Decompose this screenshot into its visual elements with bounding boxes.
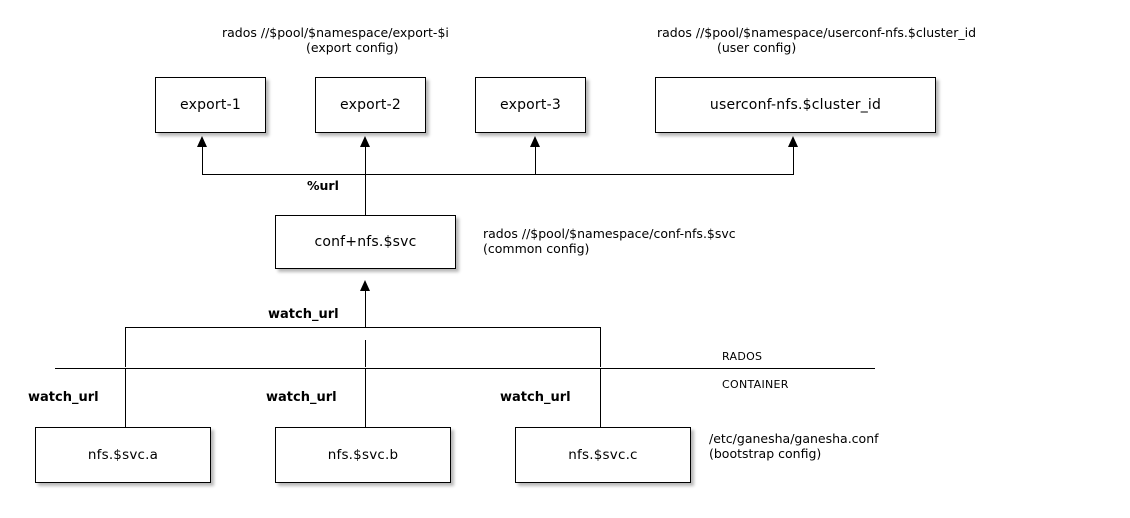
edge-label-watch-url-main: watch_url (268, 307, 339, 322)
arrowhead-userconf (788, 136, 798, 147)
node-export-1[interactable]: export-1 (155, 77, 266, 133)
connector-stem-svc-b (365, 368, 366, 427)
caption-common-config-path: rados //$pool/$namespace/conf-nfs.$svc (483, 226, 736, 241)
edge-label-watch-url-a: watch_url (28, 390, 99, 405)
caption-export-config-sub: (export config) (306, 40, 399, 55)
caption-user-config-sub: (user config) (717, 40, 797, 55)
zone-label-container: CONTAINER (722, 378, 789, 391)
node-export-3[interactable]: export-3 (475, 77, 586, 133)
caption-bootstrap-config-sub: (bootstrap config) (709, 446, 822, 461)
node-nfs-svc-c[interactable]: nfs.$svc.c (515, 427, 691, 483)
edge-label-watch-url-b: watch_url (266, 390, 337, 405)
connector-stem-svc-a (125, 368, 126, 427)
bus-watch-horizontal (125, 327, 601, 328)
arrowhead-export-2 (360, 136, 370, 147)
arrowhead-export-1 (197, 136, 207, 147)
connector-bus-to-export-3 (535, 145, 536, 174)
connector-bus-to-export-1 (202, 145, 203, 174)
connector-watchbus-to-conf (365, 290, 366, 327)
connector-conf-to-bus (365, 174, 366, 215)
connector-watchbus-right-drop (600, 327, 601, 367)
connector-stem-svc-c (600, 368, 601, 427)
connector-bus-to-export-2 (365, 145, 366, 174)
connector-bus-to-userconf (793, 145, 794, 174)
caption-export-config-path: rados //$pool/$namespace/export-$i (222, 25, 449, 40)
zone-label-rados: RADOS (722, 350, 763, 363)
connector-watchbus-mid-drop (365, 340, 366, 367)
node-nfs-svc-b[interactable]: nfs.$svc.b (275, 427, 451, 483)
node-conf[interactable]: conf+nfs.$svc (275, 215, 456, 269)
connector-watchbus-left-drop (125, 327, 126, 367)
edge-label-url: %url (307, 178, 339, 193)
arrowhead-export-3 (530, 136, 540, 147)
edge-label-watch-url-c: watch_url (500, 390, 571, 405)
zone-divider-rados-container (55, 368, 875, 369)
node-export-2[interactable]: export-2 (315, 77, 426, 133)
node-nfs-svc-a[interactable]: nfs.$svc.a (35, 427, 211, 483)
caption-user-config-path: rados //$pool/$namespace/userconf-nfs.$c… (657, 25, 977, 40)
bus-url-horizontal (202, 174, 794, 175)
caption-common-config-sub: (common config) (483, 241, 590, 256)
node-userconf[interactable]: userconf-nfs.$cluster_id (655, 77, 936, 133)
caption-bootstrap-config-path: /etc/ganesha/ganesha.conf (709, 431, 879, 446)
arrowhead-conf (360, 280, 370, 291)
